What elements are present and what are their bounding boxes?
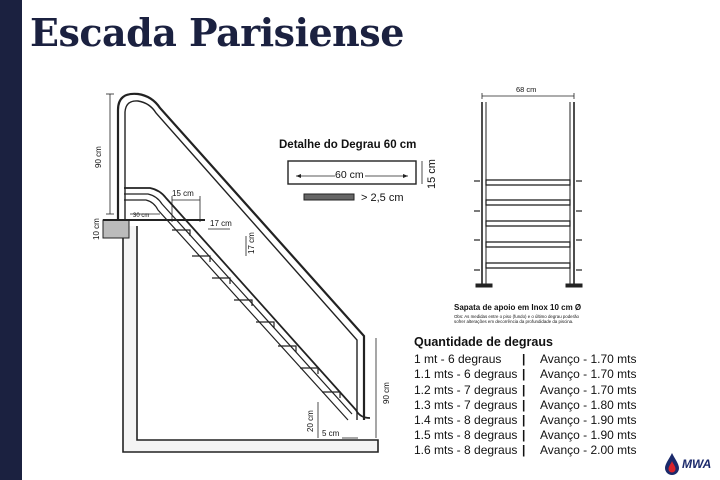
dim-rise-a: 17 cm [210, 219, 232, 228]
dim-floor-offset: 5 cm [322, 429, 340, 438]
quantity-row: 1.4 mts - 8 degraus | Avanço - 1.90 mts [414, 413, 637, 428]
front-width: 68 cm [516, 85, 536, 94]
quantity-row: 1.5 mts - 8 degraus | Avanço - 1.90 mts [414, 428, 637, 443]
front-note-2: sofrer alterações em decorrência da prof… [454, 319, 573, 324]
step-height: 15 cm [426, 159, 438, 189]
quantity-advance: Avanço - 1.90 mts [540, 428, 637, 443]
quantity-size: 1.5 mts - 8 degraus [414, 428, 518, 443]
dim-offset: 30 cm [133, 213, 149, 219]
quantity-row: 1.6 mts - 8 degraus | Avanço - 2.00 mts [414, 443, 637, 458]
front-note-1: Obs: As medidas entre o piso (fundo) e o… [454, 314, 580, 319]
front-foot-right [565, 283, 583, 288]
front-steps [485, 179, 571, 269]
front-ticks [474, 180, 582, 271]
quantity-size: 1.2 mts - 7 degraus [414, 382, 518, 397]
quantity-separator: | [522, 382, 526, 397]
quantity-row: 1 mt - 6 degraus | Avanço - 1.70 mts [414, 352, 637, 367]
front-caption: Sapata de apoio em Inox 10 cm Ø [454, 303, 581, 312]
step-detail-title: Detalhe do Degrau 60 cm [279, 139, 416, 151]
front-view-labels: 68 cm Sapata de apoio em Inox 10 cm Ø Ob… [454, 85, 581, 324]
logo-text: MWA [682, 457, 712, 471]
quantity-separator: | [522, 428, 526, 443]
page-title: Escada Parisiense [30, 10, 404, 55]
dim-rise-b: 17 cm [247, 232, 256, 254]
pool-border [102, 219, 130, 239]
lower-rail-3 [124, 199, 349, 421]
quantity-size: 1.1 mts - 6 degraus [414, 367, 518, 382]
quantity-advance: Avanço - 1.70 mts [540, 382, 637, 397]
dim-floor-gap: 20 cm [306, 410, 315, 432]
quantity-table: Quantidade de degraus 1 mt - 6 degraus | A… [414, 335, 637, 459]
quantity-row: 1.3 mts - 7 degraus | Avanço - 1.80 mts [414, 398, 637, 413]
side-steps [172, 229, 341, 398]
step-section [303, 193, 355, 201]
side-view-labels: 90 cm 10 cm 15 cm 30 cm 17 cm 17 cm 90 c… [92, 146, 391, 438]
quantity-advance: Avanço - 2.00 mts [540, 443, 637, 458]
lower-rail-2 [124, 193, 353, 415]
quantity-separator: | [522, 413, 526, 428]
quantity-separator: | [522, 443, 526, 458]
quantity-row: 1.1 mts - 6 degraus | Avanço - 1.70 mts [414, 367, 637, 382]
dim-top-height: 90 cm [94, 146, 103, 168]
quantity-advance: Avanço - 1.70 mts [540, 352, 637, 367]
step-thickness: > 2,5 cm [361, 192, 404, 204]
quantity-row: 1.2 mts - 7 degraus | Avanço - 1.70 mts [414, 383, 637, 398]
quantity-separator: | [522, 367, 526, 382]
front-view-drawing [474, 93, 583, 288]
handrail-inner [124, 100, 358, 420]
quantity-size: 1.6 mts - 8 degraus [414, 443, 518, 458]
quantity-advance: Avanço - 1.80 mts [540, 397, 637, 412]
quantity-advance: Avanço - 1.70 mts [540, 367, 637, 382]
dim-border: 10 cm [92, 218, 101, 240]
dim-bottom-height: 90 cm [382, 382, 391, 404]
lower-rail-1 [124, 187, 371, 419]
quantity-size: 1.3 mts - 7 degraus [414, 397, 518, 412]
quantity-separator: | [522, 352, 526, 367]
pool-wall [122, 226, 379, 453]
sidebar-bar [0, 0, 22, 480]
quantity-title: Quantidade de degraus [414, 335, 553, 349]
side-view-drawing [102, 92, 379, 453]
step-width: 60 cm [335, 169, 364, 181]
handrail-outer [116, 92, 366, 420]
quantity-separator: | [522, 397, 526, 412]
quantity-advance: Avanço - 1.90 mts [540, 413, 637, 428]
dim-step-depth: 15 cm [172, 189, 194, 198]
quantity-size: 1.4 mts - 8 degraus [414, 413, 518, 428]
water-drop-icon [665, 453, 679, 475]
step-detail: Detalhe do Degrau 60 cm 60 cm 15 cm > 2,… [279, 139, 438, 204]
front-foot-left [475, 283, 493, 288]
quantity-size: 1 mt - 6 degraus [414, 352, 502, 367]
mwa-logo: MWA [664, 452, 711, 476]
